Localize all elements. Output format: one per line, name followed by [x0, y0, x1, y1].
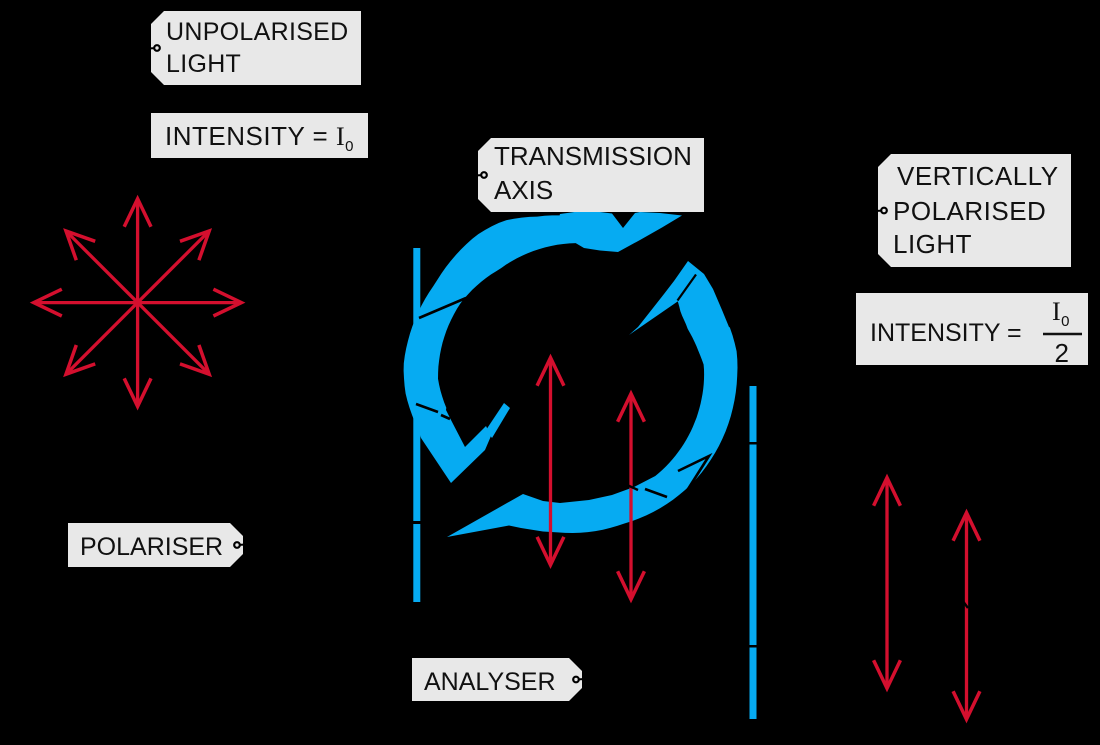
svg-text:VERTICALLY: VERTICALLY [897, 161, 1059, 191]
svg-text:INTENSITY =: INTENSITY = [870, 319, 1022, 347]
svg-text:AXIS: AXIS [494, 175, 553, 205]
svg-text:I0: I0 [1052, 297, 1070, 330]
svg-text:UNPOLARISED: UNPOLARISED [166, 18, 349, 46]
svg-text:LIGHT: LIGHT [893, 229, 972, 259]
svg-text:INTENSITY = I0: INTENSITY = I0 [165, 121, 354, 155]
svg-text:ANALYSER: ANALYSER [424, 668, 556, 696]
svg-text:2: 2 [1055, 338, 1070, 368]
svg-text:LIGHT: LIGHT [166, 50, 241, 78]
svg-text:POLARISED: POLARISED [893, 196, 1046, 226]
svg-text:POLARISER: POLARISER [80, 533, 223, 561]
svg-text:TRANSMISSION: TRANSMISSION [494, 141, 692, 171]
